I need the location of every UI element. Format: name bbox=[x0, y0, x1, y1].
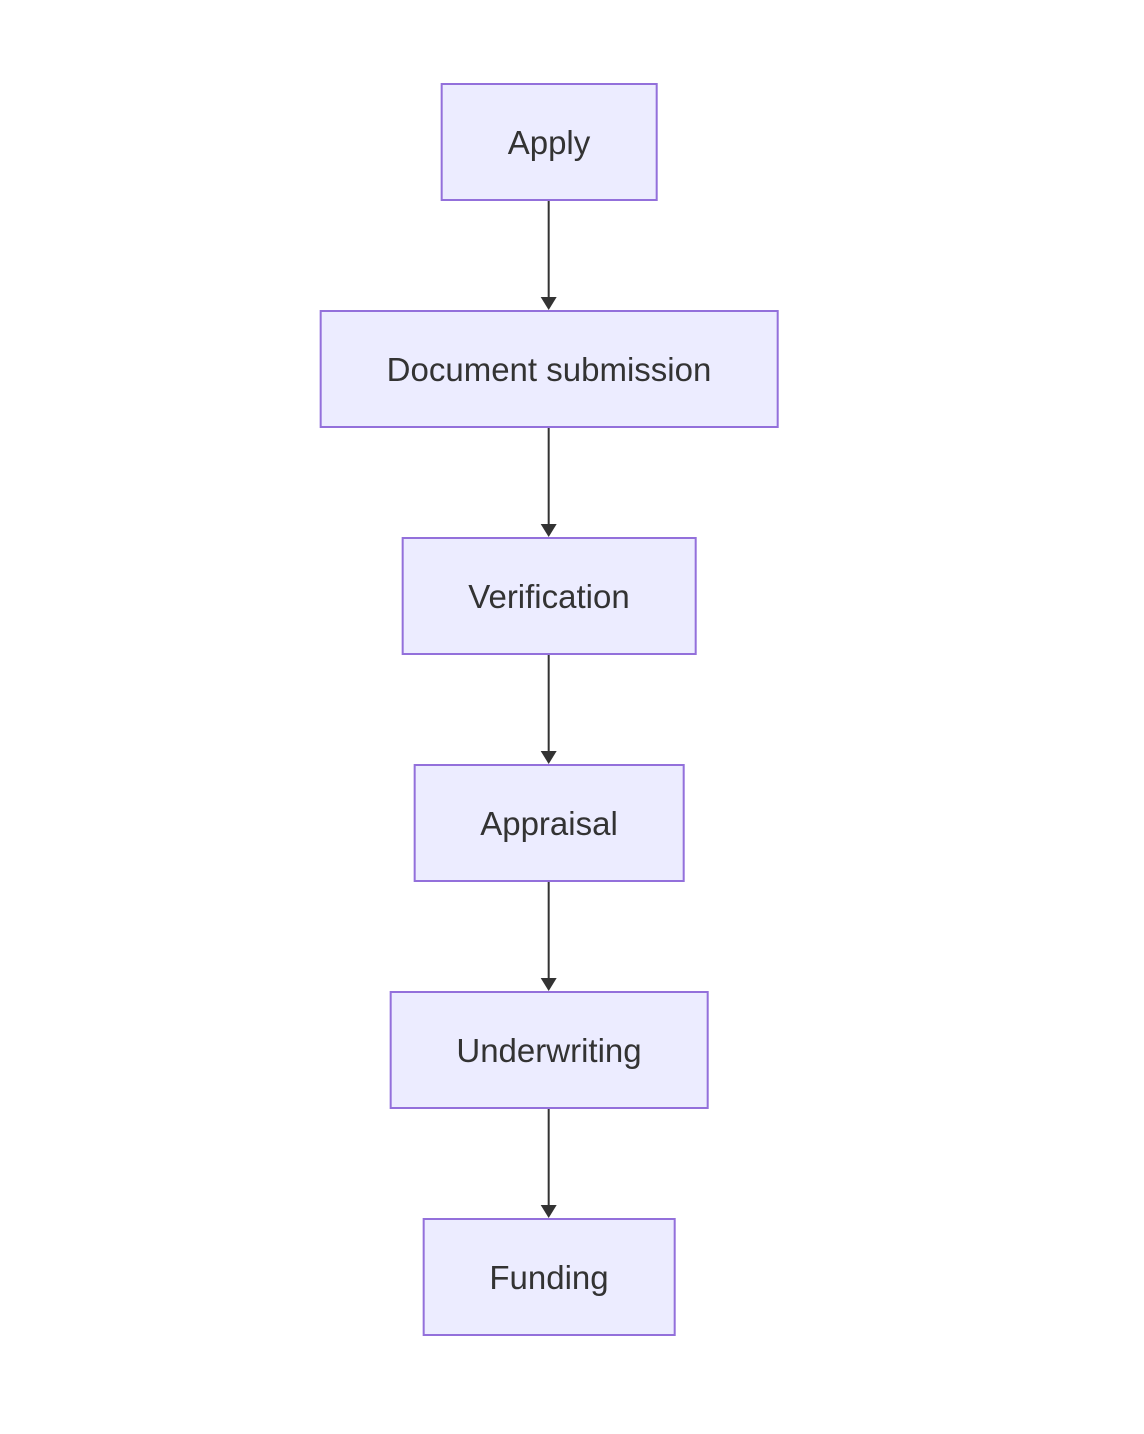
flow-node-funding: Funding bbox=[422, 1218, 676, 1336]
arrow-line bbox=[547, 428, 550, 524]
arrow-line bbox=[547, 201, 550, 297]
flow-node-label: Document submission bbox=[386, 350, 712, 388]
flow-node-document-submission: Document submission bbox=[319, 310, 779, 428]
flow-node-label: Verification bbox=[468, 577, 630, 615]
flow-node-label: Apply bbox=[507, 123, 591, 161]
flow-node-label: Underwriting bbox=[456, 1031, 642, 1069]
arrow-head-icon bbox=[540, 1205, 557, 1218]
arrow-line bbox=[547, 655, 550, 751]
flow-arrow bbox=[540, 655, 558, 764]
flow-arrow bbox=[540, 428, 558, 537]
flow-node-label: Appraisal bbox=[480, 804, 618, 842]
arrow-line bbox=[547, 882, 550, 978]
flow-arrow bbox=[540, 882, 558, 991]
flow-arrow bbox=[540, 1109, 558, 1218]
arrow-head-icon bbox=[540, 524, 557, 537]
flow-node-underwriting: Underwriting bbox=[389, 991, 709, 1109]
arrow-head-icon bbox=[540, 751, 557, 764]
arrow-line bbox=[547, 1109, 550, 1205]
arrow-head-icon bbox=[540, 978, 557, 991]
flow-node-apply: Apply bbox=[440, 83, 658, 201]
flow-arrow bbox=[540, 201, 558, 310]
flow-node-label: Funding bbox=[489, 1258, 609, 1296]
flow-node-appraisal: Appraisal bbox=[413, 764, 685, 882]
flow-node-verification: Verification bbox=[401, 537, 697, 655]
arrow-head-icon bbox=[540, 297, 557, 310]
flowchart-column: Apply Document submission Verification A… bbox=[319, 83, 779, 1336]
